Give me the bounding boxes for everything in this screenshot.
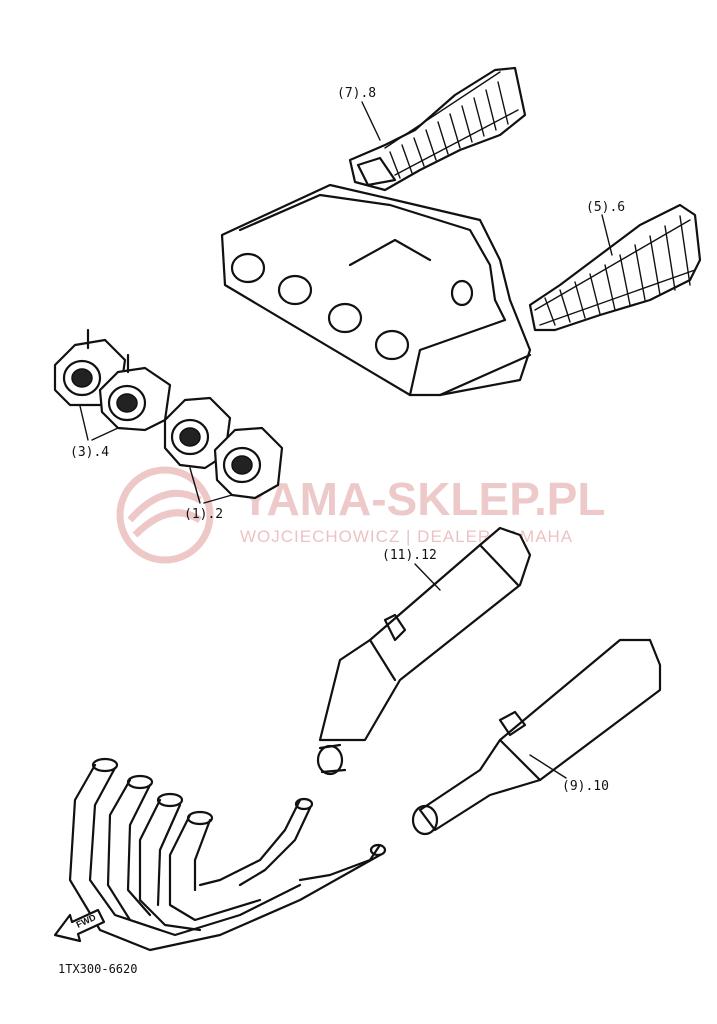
label-part-7-8: (7).8 xyxy=(337,86,376,101)
label-part-11-12: (11).12 xyxy=(382,548,437,563)
muffler-lower xyxy=(411,638,662,836)
label-part-9-10: (9).10 xyxy=(562,779,609,794)
exhaust-headers xyxy=(68,757,387,952)
forward-arrow-icon: FWD xyxy=(53,908,106,943)
muffler-upper xyxy=(316,526,532,776)
carburetor-joint-1-2 xyxy=(163,396,284,500)
leader-line xyxy=(203,494,233,504)
label-part-3-4: (3).4 xyxy=(70,445,109,460)
watermark: YAMA-SKLEP.PL WOJCIECHOWICZ | DEALER YAM… xyxy=(116,466,606,564)
leader-line xyxy=(91,427,119,441)
diagram-code: 1TX300-6620 xyxy=(58,962,137,976)
leader-line xyxy=(601,214,613,256)
intake-duct-upper xyxy=(348,66,527,192)
leader-line xyxy=(414,563,441,591)
carburetor-joint-3-4 xyxy=(53,328,172,432)
leader-line xyxy=(79,405,89,441)
intake-duct-lower xyxy=(528,203,702,332)
leader-line xyxy=(361,101,381,141)
watermark-title: YAMA-SKLEP.PL xyxy=(240,473,606,525)
leader-line xyxy=(189,467,201,504)
air-box xyxy=(220,183,532,397)
leader-line xyxy=(529,754,567,779)
label-part-1-2: (1).2 xyxy=(184,507,223,522)
label-part-5-6: (5).6 xyxy=(586,200,625,215)
